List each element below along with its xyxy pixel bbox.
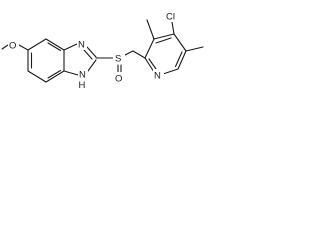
bond-pyr-c2-c3 (144, 38, 155, 59)
bond-n3-c2 (86, 46, 97, 58)
bond-pyr-n-c2 (144, 57, 155, 73)
atom-sulfinyl-oxygen: O (115, 74, 122, 85)
bond-pyr-inner-1 (155, 37, 172, 44)
bond-c3a-n3 (63, 43, 78, 51)
bond-n1-c7a (63, 70, 79, 76)
bond-c4-cl (171, 21, 175, 35)
bond-pyr-inner-3 (148, 58, 157, 70)
bond-c3-methyl (146, 19, 155, 40)
bond-benz-2 (45, 38, 65, 51)
atom-sulfur: S (115, 54, 121, 65)
bond-pyr-c4-c5 (173, 33, 187, 52)
atom-imidazole-nitrogen: N (78, 40, 85, 51)
bond-benz-4 (45, 70, 65, 83)
bond-pyr-inner-2 (174, 51, 183, 68)
bond-ch2-c2pyr (132, 50, 146, 59)
atom-imidazole-nh-nitrogen: N (79, 70, 86, 81)
atom-methoxy-oxygen: O (9, 41, 16, 52)
bond-c2-n1 (87, 59, 97, 72)
bond-benz-5 (27, 70, 47, 83)
bond-o-c5 (18, 44, 29, 51)
bond-benz-1 (27, 38, 47, 51)
bond-benz-inner-2 (47, 42, 62, 52)
bond-benz-inner-3 (47, 69, 62, 79)
bond-s-ch2 (124, 50, 134, 56)
bond-pyr-c6-n (162, 68, 179, 75)
bond-methyl-o (1, 44, 9, 50)
bond-pyr-c3-c4 (153, 33, 175, 40)
bond-pyr-c5-c6 (177, 50, 187, 70)
structure-svg: O N N H S O Cl N (1, 11, 204, 91)
bond-n3-c2-double (83, 49, 93, 60)
molecule-diagram: O N N H S O Cl N (0, 0, 208, 93)
atom-chlorine: Cl (166, 12, 175, 23)
atom-imidazole-nh-hydrogen: H (79, 80, 86, 91)
atom-pyridine-nitrogen: N (154, 71, 161, 82)
bond-c5-methyl (185, 46, 204, 52)
